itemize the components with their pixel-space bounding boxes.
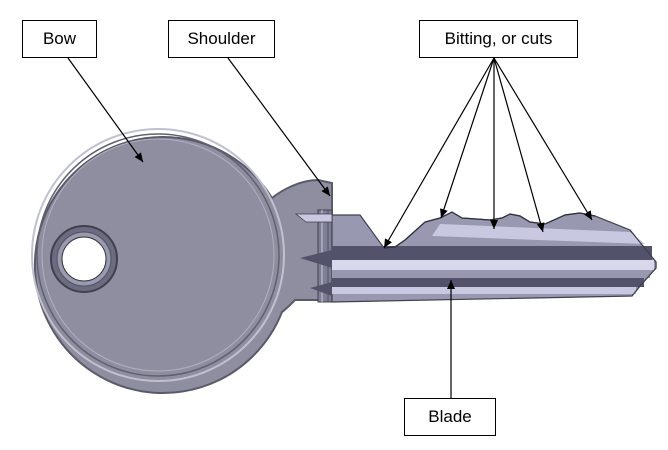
- bow-arrow: [67, 57, 144, 163]
- key-bow: [31, 128, 333, 394]
- shoulder-arrow: [227, 57, 331, 197]
- blade-label: Blade: [404, 398, 496, 436]
- key-blade: [294, 211, 657, 303]
- bitting-arrow-2: [440, 57, 495, 219]
- bow-label: Bow: [22, 20, 97, 58]
- leader-arrows: [67, 57, 593, 398]
- bitting-arrow-5: [493, 57, 593, 221]
- bitting-arrow-4: [493, 57, 545, 233]
- bitting-label: Bitting, or cuts: [419, 20, 578, 58]
- bitting-arrow-1: [383, 57, 495, 249]
- shoulder-label: Shoulder: [168, 20, 275, 58]
